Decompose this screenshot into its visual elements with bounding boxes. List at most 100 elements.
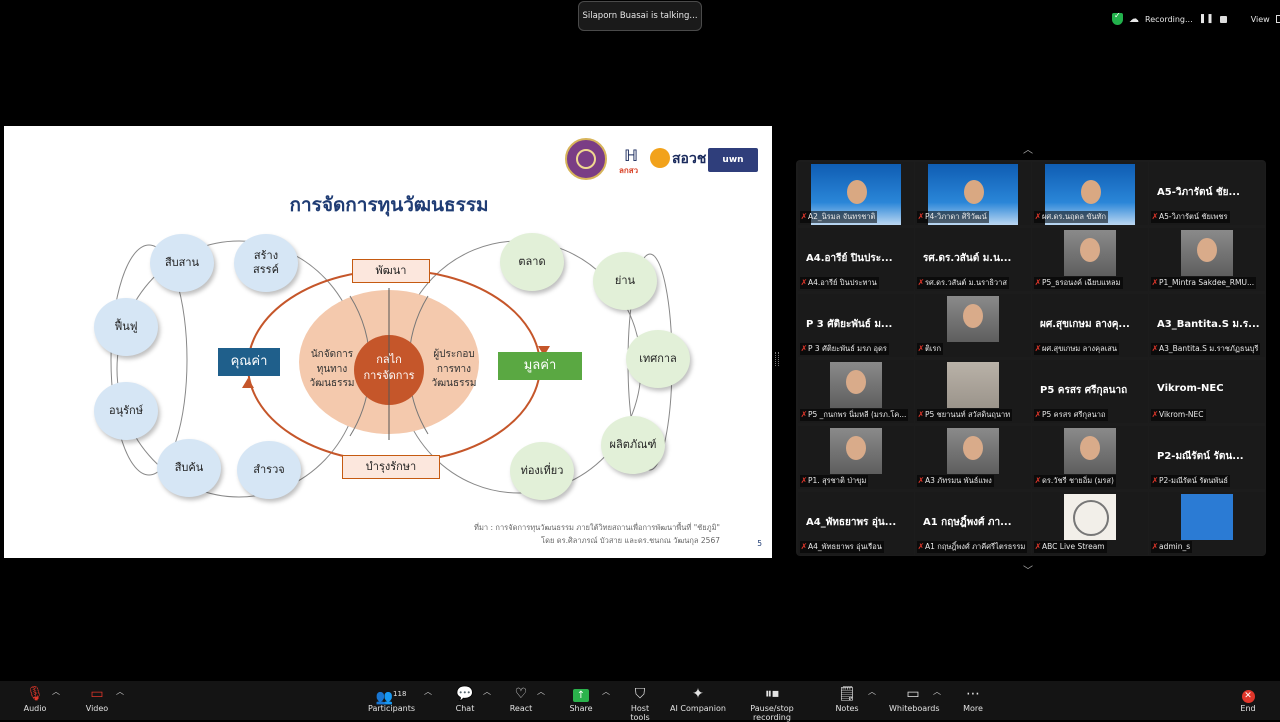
- muted-mic-icon: ✗: [800, 278, 808, 287]
- pause-recording-icon[interactable]: ❚❚: [1198, 14, 1214, 24]
- chat-button[interactable]: 💬 Chat: [452, 684, 478, 713]
- participant-tile[interactable]: รศ.ดร.วสันต์ ม.น...✗รศ.ดร.วสันต์ ม.นราธิ…: [915, 228, 1031, 291]
- participant-name-caption: ✗ผศ.สุขเกษม ลางคุลเสน: [1034, 343, 1119, 355]
- participant-tile[interactable]: ✗A3 ภัทรมน พันธ์แพง: [915, 426, 1031, 489]
- participant-name: A2_นิรมล จันทรชาติ: [808, 212, 876, 221]
- participant-tile[interactable]: ✗P1. สุรชาติ ป่าขุม: [798, 426, 914, 489]
- participant-name-caption: ✗ติเรก: [917, 343, 944, 355]
- participant-tile[interactable]: A5-วิภารัตน์ ชัย...✗A5-วิภารัตน์ ชัยเพชร: [1149, 162, 1265, 225]
- share-button[interactable]: ↑ Share: [568, 684, 594, 713]
- participant-tile[interactable]: ✗ABC Live Stream: [1032, 492, 1148, 555]
- participant-tile[interactable]: ✗P5 _กนกพร นิ่มหลี (มรภ.โค...: [798, 360, 914, 423]
- participant-tile[interactable]: ✗ดร.วัชรี ชายอิ่ม (มรส): [1032, 426, 1148, 489]
- end-meeting-button[interactable]: ✕ End: [1236, 684, 1260, 713]
- participant-name: admin_s: [1159, 542, 1191, 551]
- chat-options-chevron-icon[interactable]: ︿: [483, 687, 491, 696]
- participant-tile[interactable]: ✗P1_Mintra Sakdee_RMU...: [1149, 228, 1265, 291]
- participant-tile[interactable]: A4.อารีย์ ปินประ...✗A4.อารีย์ ปินประทาน: [798, 228, 914, 291]
- recording-label: Recording...: [1145, 14, 1193, 24]
- chat-icon: 💬: [456, 686, 474, 702]
- participant-name-caption: ✗P 3 ศัติยะพันธ์ มรภ อุดร: [800, 343, 889, 355]
- react-options-chevron-icon[interactable]: ︿: [537, 687, 545, 696]
- notes-options-chevron-icon[interactable]: ︿: [868, 687, 876, 696]
- right-inner-label: ผู้ประกอบ การทาง วัฒนธรรม: [431, 349, 477, 389]
- host-tools-button[interactable]: ⛉ Host tools: [620, 684, 660, 722]
- gallery-scroll-up-icon[interactable]: ︿: [1023, 145, 1033, 156]
- panel-splitter-handle[interactable]: [775, 352, 779, 366]
- view-grid-icon[interactable]: [1275, 15, 1280, 23]
- participant-name: A5-วิภารัตน์ ชัยเพชร: [1159, 212, 1228, 221]
- value-right-box: มูลค่า: [498, 352, 582, 380]
- gallery-scroll-down-icon[interactable]: ﹀: [1023, 566, 1033, 577]
- muted-mic-icon: ✗: [1151, 410, 1159, 419]
- muted-mic-icon: ✗: [1151, 476, 1159, 485]
- participant-video-thumbnail: [1181, 494, 1233, 540]
- value-left-box: คุณค่า: [218, 348, 280, 376]
- ai-companion-button[interactable]: ✦ AI Companion: [670, 684, 726, 713]
- right-bubble: ท่องเที่ยว: [510, 442, 574, 500]
- view-button[interactable]: View: [1250, 14, 1270, 24]
- slide-source-line1: ที่มา : การจัดการทุนวัฒนธรรม ภายใต้วิทยส…: [474, 523, 720, 532]
- participant-name: P4-วิภาดา ศิริวัฒน์: [925, 212, 987, 221]
- participant-name: A1 กฤษฎิ์พงศ์ ภาคีศรีไตรธรรม: [925, 542, 1026, 551]
- notes-label: Notes: [835, 704, 859, 713]
- participant-tile[interactable]: A4_พัทธยาพร อุ่น...✗A4_พัทธยาพร อุ่นเรือ…: [798, 492, 914, 555]
- share-options-chevron-icon[interactable]: ︿: [602, 687, 610, 696]
- participant-tile[interactable]: ✗P5 ชยานนท์ สวัสดินฤนาท: [915, 360, 1031, 423]
- more-label: More: [963, 704, 983, 713]
- pause-stop-recording-button[interactable]: ⏸⏹ Pause/stop recording: [732, 684, 812, 722]
- stop-recording-icon[interactable]: [1219, 15, 1227, 23]
- participant-name: ดร.วัชรี ชายอิ่ม (มรส): [1042, 476, 1114, 485]
- participant-tile[interactable]: P2-มณีรัตน์ รัตน...✗P2-มณีรัตน์ รัตนพันธ…: [1149, 426, 1265, 489]
- university-logo: [565, 138, 607, 180]
- participant-name-caption: ✗A2_นิรมล จันทรชาติ: [800, 211, 878, 223]
- participants-icon: 👥118: [375, 689, 407, 706]
- left-bubble: สร้าง สรรค์: [234, 234, 298, 292]
- center-mechanism-label: กลไก การจัดการ: [363, 353, 415, 382]
- participant-name-caption: ✗ผศ.ดร.นฤดล ขันทัก: [1034, 211, 1109, 223]
- participant-tile[interactable]: ✗ผศ.ดร.นฤดล ขันทัก: [1032, 162, 1148, 225]
- participant-tile[interactable]: ✗P5_ธรอนงค์ เฉียบแหลม: [1032, 228, 1148, 291]
- participant-tile[interactable]: P5 ครสร ศรีกุลนาถ✗P5 ครสร ศรีกุลนาถ: [1032, 360, 1148, 423]
- video-options-chevron-icon[interactable]: ︿: [116, 687, 124, 696]
- whiteboards-options-chevron-icon[interactable]: ︿: [933, 687, 941, 696]
- participant-video-thumbnail: [947, 296, 999, 342]
- video-button[interactable]: ▭ Video: [84, 684, 110, 713]
- participant-gallery: ✗A2_นิรมล จันทรชาติ✗P4-วิภาดา ศิริวัฒน์✗…: [796, 160, 1266, 556]
- notes-button[interactable]: 🗒 Notes: [834, 684, 860, 713]
- participant-name: A3_Bantita.S ม.ราชภัฏธนบุรี: [1159, 344, 1259, 353]
- participant-video-thumbnail: [947, 362, 999, 408]
- participant-name-caption: ✗รศ.ดร.วสันต์ ม.นราธิวาส: [917, 277, 1009, 289]
- participants-button[interactable]: 👥118 Participants: [368, 684, 415, 713]
- participant-name: A4.อารีย์ ปินประทาน: [808, 278, 877, 287]
- participant-name: P2-มณีรัตน์ รัตนพันธ์: [1159, 476, 1228, 485]
- participant-tile[interactable]: A1 กฤษฎิ์พงศ์ ภา...✗A1 กฤษฎิ์พงศ์ ภาคีศร…: [915, 492, 1031, 555]
- muted-mic-icon: ✗: [800, 542, 808, 551]
- react-heart-icon: ♡: [514, 686, 528, 702]
- participant-tile[interactable]: P 3 ศัติยะพันธ์ ม...✗P 3 ศัติยะพันธ์ มรภ…: [798, 294, 914, 357]
- participant-tile[interactable]: ✗admin_s: [1149, 492, 1265, 555]
- right-bubble: ย่าน: [593, 252, 657, 310]
- participant-tile[interactable]: ผศ.สุขเกษม ลางคุ...✗ผศ.สุขเกษม ลางคุลเสน: [1032, 294, 1148, 357]
- participant-name: P 3 ศัติยะพันธ์ มรภ อุดร: [808, 344, 887, 353]
- participant-tile[interactable]: ✗ติเรก: [915, 294, 1031, 357]
- more-button[interactable]: ⋯ More: [961, 684, 985, 713]
- participant-face: [1080, 238, 1100, 262]
- host-tools-label: Host tools: [630, 704, 650, 722]
- audio-button[interactable]: 🎙 Audio: [22, 684, 48, 713]
- participant-tile[interactable]: ✗P4-วิภาดา ศิริวัฒน์: [915, 162, 1031, 225]
- participant-tile[interactable]: Vikrom-NEC✗Vikrom-NEC: [1149, 360, 1265, 423]
- participants-options-chevron-icon[interactable]: ︿: [424, 687, 432, 696]
- react-button[interactable]: ♡ React: [507, 684, 535, 713]
- participant-tile[interactable]: ✗A2_นิรมล จันทรชาติ: [798, 162, 914, 225]
- participant-name: ติเรก: [925, 344, 942, 353]
- participant-name: A4_พัทธยาพร อุ่นเรือน: [808, 542, 882, 551]
- microphone-muted-icon: 🎙: [26, 686, 44, 702]
- left-bubble: สืบสาน: [150, 234, 214, 292]
- whiteboards-button[interactable]: ▭ Whiteboards: [889, 684, 940, 713]
- audio-options-chevron-icon[interactable]: ︿: [52, 687, 60, 696]
- participant-name-caption: ✗ดร.วัชรี ชายอิ่ม (มรส): [1034, 475, 1116, 487]
- participant-name-caption: ✗A5-วิภารัตน์ ชัยเพชร: [1151, 211, 1230, 223]
- participant-tile[interactable]: A3_Bantita.S ม.ร...✗A3_Bantita.S ม.ราชภั…: [1149, 294, 1265, 357]
- muted-mic-icon: ✗: [1151, 542, 1159, 551]
